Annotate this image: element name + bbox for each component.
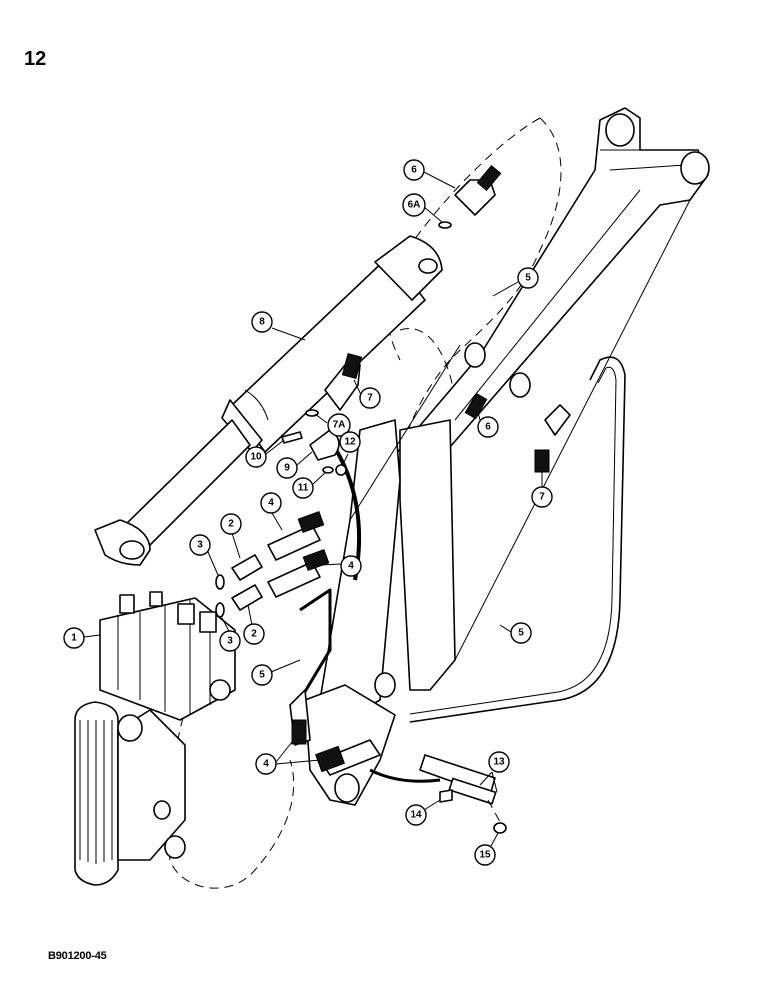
callout-10: 10	[245, 439, 285, 468]
svg-text:4: 4	[263, 759, 269, 770]
callout-11: 11	[292, 471, 327, 499]
svg-text:7: 7	[539, 492, 545, 503]
svg-text:1: 1	[71, 633, 77, 644]
hydraulic-cylinder	[94, 235, 443, 566]
svg-text:9: 9	[284, 463, 290, 474]
svg-text:10: 10	[250, 452, 262, 463]
svg-text:8: 8	[259, 317, 265, 328]
svg-text:2: 2	[228, 519, 234, 530]
svg-text:5: 5	[518, 628, 524, 639]
callout-5-top: 5	[492, 267, 539, 297]
callout-7a: 7A	[314, 413, 351, 437]
callout-1: 1	[63, 627, 101, 649]
svg-text:6: 6	[411, 165, 417, 176]
callout-14: 14	[405, 799, 441, 826]
page-number: 12	[24, 48, 47, 70]
callout-2-bottom: 2	[243, 604, 265, 645]
callout-9: 9	[276, 451, 313, 479]
svg-text:6: 6	[485, 422, 491, 433]
swing-tower	[74, 701, 186, 886]
callout-6-top: 6	[403, 159, 456, 189]
svg-text:7A: 7A	[333, 420, 346, 431]
callout-7-upper: 7	[353, 379, 381, 409]
drawing-code: B901200-45	[48, 950, 107, 962]
svg-text:6A: 6A	[408, 200, 421, 211]
svg-text:4: 4	[348, 561, 354, 572]
svg-text:14: 14	[410, 810, 422, 821]
callout-6-lower: 6	[477, 411, 499, 438]
callout-12: 12	[339, 431, 361, 467]
callout-2-top: 2	[220, 513, 242, 559]
svg-text:3: 3	[227, 636, 233, 647]
callouts: 6 6A 5 8 7 7A	[63, 159, 553, 866]
callout-4-mid: 4	[319, 555, 362, 577]
svg-text:13: 13	[493, 757, 505, 768]
boom-frame	[304, 107, 710, 806]
callout-7-right: 7	[531, 472, 553, 508]
callout-13: 13	[479, 751, 510, 793]
fittings	[215, 165, 571, 834]
callout-8: 8	[251, 311, 306, 341]
callout-15: 15	[474, 832, 499, 866]
svg-text:3: 3	[197, 540, 203, 551]
svg-text:4: 4	[268, 498, 274, 509]
svg-text:12: 12	[344, 437, 356, 448]
callout-4-top: 4	[260, 492, 283, 531]
svg-text:15: 15	[479, 850, 491, 861]
callout-3-bottom: 3	[219, 617, 241, 652]
svg-text:11: 11	[298, 483, 309, 494]
svg-text:2: 2	[251, 629, 257, 640]
callout-3-top: 3	[189, 534, 219, 576]
callout-5-left: 5	[251, 659, 301, 686]
svg-text:7: 7	[367, 393, 373, 404]
control-valve	[99, 591, 236, 721]
svg-text:5: 5	[525, 273, 531, 284]
callout-6a: 6A	[402, 193, 443, 223]
svg-text:5: 5	[259, 670, 265, 681]
callout-4-bottom: 4	[255, 741, 321, 775]
callout-5-right: 5	[499, 622, 532, 644]
